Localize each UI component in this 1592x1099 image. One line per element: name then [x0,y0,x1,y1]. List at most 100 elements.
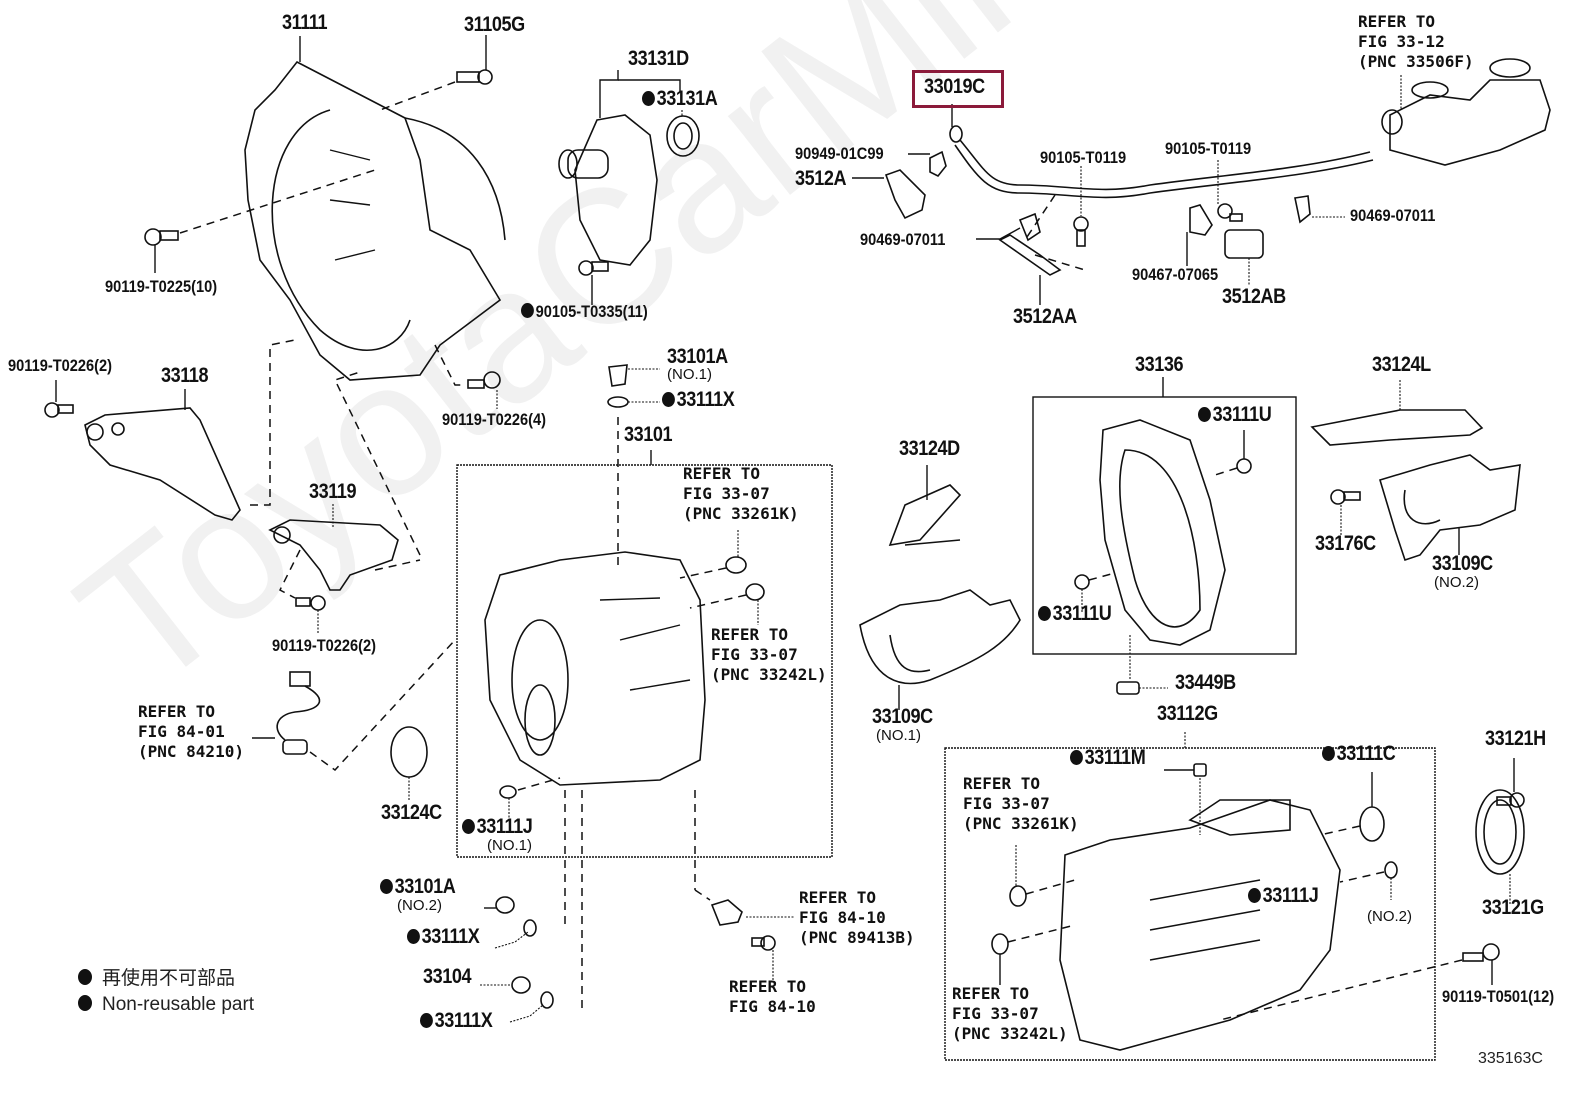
oil-seal-33131A[interactable] [666,115,700,157]
refer-fig-84-10-b[interactable]: REFER TO FIG 84-10 [729,977,816,1016]
bolt-90119-T0226-left[interactable] [44,402,74,418]
part-label-33109C-no2[interactable]: 33109C [1432,552,1493,575]
bearing-retainer-33121G[interactable] [1475,789,1525,875]
pin-33261K-ref-a[interactable] [725,556,747,574]
part-label-90105-T0119-b[interactable]: 90105-T0119 [1165,139,1252,158]
gasket-33111X-a[interactable] [607,396,629,408]
refer-fig-84-10-a[interactable]: REFER TO FIG 84-10 (PNC 89413B) [799,888,915,947]
clamp-90467-07065[interactable] [1189,204,1213,236]
refer-fig-33-07-a[interactable]: REFER TO FIG 33-07 (PNC 33261K) [683,464,799,523]
bracket-33118[interactable] [84,407,241,521]
part-33101-case[interactable] [484,551,706,786]
bracket-3512AB[interactable] [1224,229,1264,259]
bolt-90119-T0226-4[interactable] [467,371,501,389]
bolt-90119-T0225[interactable] [144,228,179,246]
bolt-fig84-10[interactable] [751,935,776,951]
breather-plug-ref[interactable] [1381,58,1551,166]
bolt-90105-T0119-b[interactable] [1217,203,1243,222]
gasket-33111X-b[interactable] [523,919,537,937]
gasket-33111X-c[interactable] [540,991,554,1009]
plug-33101A-no1[interactable] [608,364,628,387]
part-label-33131A[interactable]: 33131A [642,88,718,109]
part-label-33131D[interactable]: 33131D [628,47,689,70]
plug-33101A-no2[interactable] [495,896,515,914]
refer-fig-33-07-d[interactable]: REFER TO FIG 33-07 (PNC 33242L) [952,984,1068,1043]
pin-33242L-ref-a[interactable] [745,583,765,601]
part-label-33104[interactable]: 33104 [423,965,472,988]
bolt-90119-T0501[interactable] [1462,943,1500,962]
part-label-33124L[interactable]: 33124L [1372,353,1431,376]
part-label-33111J-no1[interactable]: 33111J [462,816,533,837]
bolt-33121H[interactable] [1496,792,1525,808]
part-label-33112G[interactable]: 33112G [1157,702,1218,725]
part-label-3512AA[interactable]: 3512AA [1013,305,1077,328]
part-label-33111X-a[interactable]: 33111X [662,389,735,410]
refer-fig-33-12[interactable]: REFER TO FIG 33-12 (PNC 33506F) [1358,12,1474,71]
part-label-33111J-no2[interactable]: 33111J [1248,885,1319,906]
cover-33109C-no2[interactable] [1379,454,1521,562]
part-label-33124C[interactable]: 33124C [381,801,442,824]
part-33136-adapter-plate[interactable] [1099,419,1226,646]
magnet-33449B[interactable] [1116,681,1140,695]
pin-33242L-ref-b[interactable] [991,933,1009,955]
part-label-33449B[interactable]: 33449B [1175,671,1236,694]
clamp-90469-07011-b[interactable] [1294,195,1311,224]
gear-33124C[interactable] [390,726,428,778]
bolt-90105-T0119-a[interactable] [1073,216,1089,247]
part-label-31111[interactable]: 31111 [282,11,328,34]
part-label-33121H[interactable]: 33121H [1485,727,1546,750]
bolt-90105-T0335[interactable] [578,260,609,276]
part-label-90105-T0335[interactable]: 90105-T0335(11) [521,303,648,320]
speedometer-sensor-89413B[interactable] [710,899,743,926]
part-label-90949-01C99[interactable]: 90949-01C99 [795,144,884,163]
part-label-33111U-b[interactable]: 33111U [1038,603,1112,624]
bolt-33176C[interactable] [1330,489,1361,505]
clamp-90469-07011-a[interactable] [1018,212,1041,242]
part-label-33124D[interactable]: 33124D [899,437,960,460]
part-label-90467-07065[interactable]: 90467-07065 [1132,265,1219,284]
part-label-33111M[interactable]: 33111M [1070,747,1146,768]
part-label-90105-T0119-a[interactable]: 90105-T0119 [1040,148,1127,167]
part-label-33109C-no1[interactable]: 33109C [872,705,933,728]
part-label-33019C[interactable]: 33019C [924,75,985,98]
clip-90949-01C99[interactable] [929,150,947,178]
bracket-33124D[interactable] [888,484,962,547]
part-label-90469-07011-a[interactable]: 90469-07011 [860,230,946,249]
part-label-33111X-c[interactable]: 33111X [420,1010,493,1031]
part-label-33101A-no2[interactable]: 33101A [380,876,456,897]
refer-fig-33-07-b[interactable]: REFER TO FIG 33-07 (PNC 33242L) [711,625,827,684]
part-label-33101[interactable]: 33101 [624,423,673,446]
bolt-90119-T0226-lower[interactable] [295,595,326,611]
cover-33109C-no1[interactable] [859,589,1021,685]
part-label-90119-T0501[interactable]: 90119-T0501(12) [1442,987,1555,1006]
pin-33261K-ref-b[interactable] [1009,885,1027,907]
part-33112G-extension-housing[interactable] [1059,799,1341,1051]
bracket-3512AA[interactable] [998,234,1062,276]
part-label-33118[interactable]: 33118 [161,364,209,387]
part-label-33176C[interactable]: 33176C [1315,532,1376,555]
speed-sensor-84210[interactable] [276,671,321,755]
part-label-33119[interactable]: 33119 [309,480,357,503]
part-label-90119-T0225[interactable]: 90119-T0225(10) [105,277,218,296]
refer-fig-84-01[interactable]: REFER TO FIG 84-01 (PNC 84210) [138,702,244,761]
part-label-3512AB[interactable]: 3512AB [1222,285,1286,308]
part-label-90119-T0226-4[interactable]: 90119-T0226(4) [442,410,547,429]
plug-33104[interactable] [511,976,531,994]
cover-33124L[interactable] [1310,409,1484,446]
part-label-3512A[interactable]: 3512A [795,167,847,190]
part-33019C-breather-hose[interactable] [949,125,1374,199]
pin-33111J-no2[interactable] [1384,861,1398,879]
pin-33111U-a[interactable] [1236,458,1252,474]
part-label-33101A-no1[interactable]: 33101A [667,345,728,368]
bracket-33119[interactable] [268,519,399,591]
part-label-90119-T0226-2b[interactable]: 90119-T0226(2) [272,636,377,655]
part-label-33111U-a[interactable]: 33111U [1198,404,1272,425]
part-label-33136[interactable]: 33136 [1135,353,1184,376]
plug-33111M[interactable] [1193,763,1207,777]
part-label-33121G[interactable]: 33121G [1482,896,1544,919]
part-label-31105G[interactable]: 31105G [464,13,525,36]
bolt-31105G[interactable] [456,69,493,85]
pin-33111U-b[interactable] [1074,574,1090,590]
part-label-33111C[interactable]: 33111C [1322,743,1396,764]
part-33131D-bearing-retainer[interactable] [558,114,658,266]
